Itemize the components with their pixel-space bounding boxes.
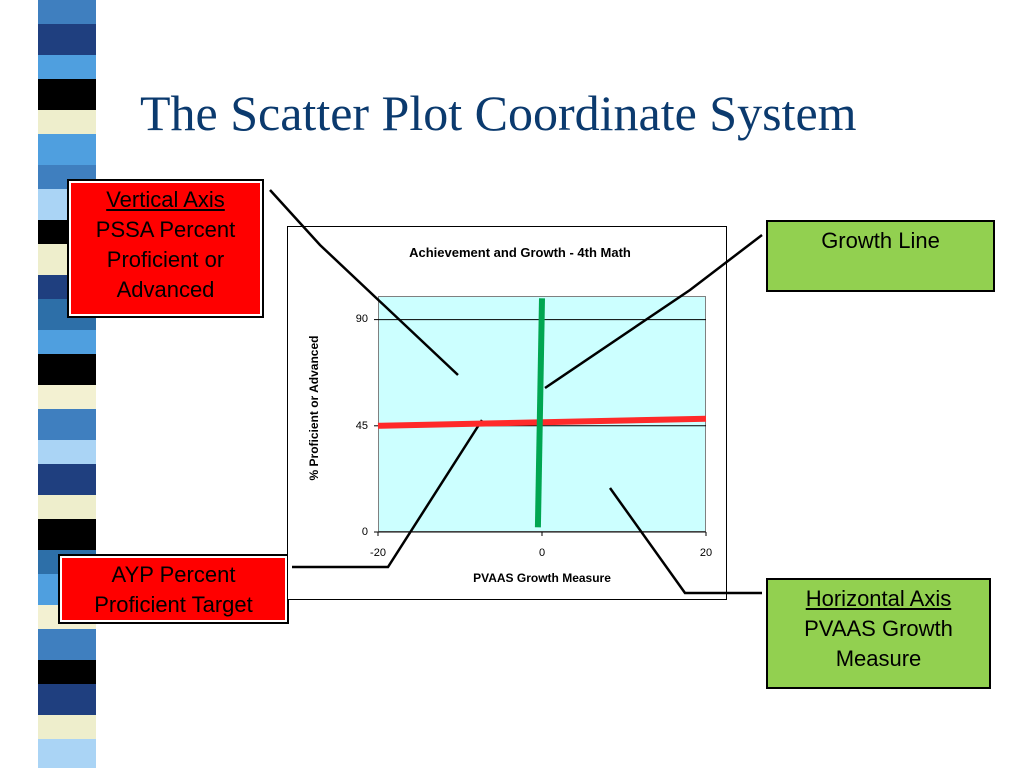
stripe-block bbox=[38, 0, 96, 24]
x-axis-label: PVAAS Growth Measure bbox=[473, 571, 611, 585]
stripe-block bbox=[38, 134, 96, 165]
stripe-block bbox=[38, 739, 96, 768]
ayp-line2: Proficient Target bbox=[94, 592, 253, 617]
stripe-block bbox=[38, 684, 96, 715]
stripe-block bbox=[38, 409, 96, 440]
stripe-block bbox=[38, 330, 96, 354]
slide-title: The Scatter Plot Coordinate System bbox=[140, 85, 857, 141]
x-tick-20: 20 bbox=[699, 547, 713, 559]
stripe-block bbox=[38, 660, 96, 684]
vertical-axis-line1: PSSA Percent bbox=[95, 217, 236, 242]
stripe-block bbox=[38, 354, 96, 385]
y-axis-label: % Proficient or Advanced bbox=[307, 335, 321, 481]
stripe-block bbox=[38, 79, 96, 110]
ayp-callout: AYP Percent Proficient Target bbox=[58, 554, 289, 624]
stripe-block bbox=[38, 110, 96, 134]
chart-title: Achievement and Growth - 4th Math bbox=[409, 245, 631, 260]
x-tick-0: 0 bbox=[538, 547, 546, 559]
vertical-axis-line2: Proficient or bbox=[106, 247, 225, 272]
stripe-block bbox=[38, 519, 96, 550]
stripe-block bbox=[38, 385, 96, 409]
plot-area bbox=[378, 296, 706, 532]
y-tick-0: 0 bbox=[361, 526, 368, 538]
x-tick-neg20: -20 bbox=[370, 547, 386, 559]
stripe-block bbox=[38, 495, 96, 519]
stripe-block bbox=[38, 715, 96, 739]
vertical-axis-line3: Advanced bbox=[116, 277, 215, 302]
stripe-block bbox=[38, 55, 96, 79]
decorative-stripe bbox=[38, 0, 96, 768]
stripe-block bbox=[38, 464, 96, 495]
horizontal-axis-line1: PVAAS Growth bbox=[804, 616, 953, 641]
horizontal-axis-heading: Horizontal Axis bbox=[805, 586, 952, 611]
vertical-axis-heading: Vertical Axis bbox=[106, 187, 225, 212]
horizontal-axis-line2: Measure bbox=[835, 646, 922, 671]
growth-line-label: Growth Line bbox=[821, 228, 940, 253]
stripe-block bbox=[38, 629, 96, 660]
stripe-block bbox=[38, 24, 96, 55]
horizontal-axis-callout: Horizontal Axis PVAAS Growth Measure bbox=[766, 578, 991, 689]
growth-line-callout: Growth Line bbox=[766, 220, 995, 292]
y-tick-45: 45 bbox=[355, 420, 368, 432]
ayp-line1: AYP Percent bbox=[111, 562, 236, 587]
y-tick-90: 90 bbox=[355, 313, 368, 325]
stripe-block bbox=[38, 440, 96, 464]
vertical-axis-callout: Vertical Axis PSSA Percent Proficient or… bbox=[67, 179, 264, 318]
